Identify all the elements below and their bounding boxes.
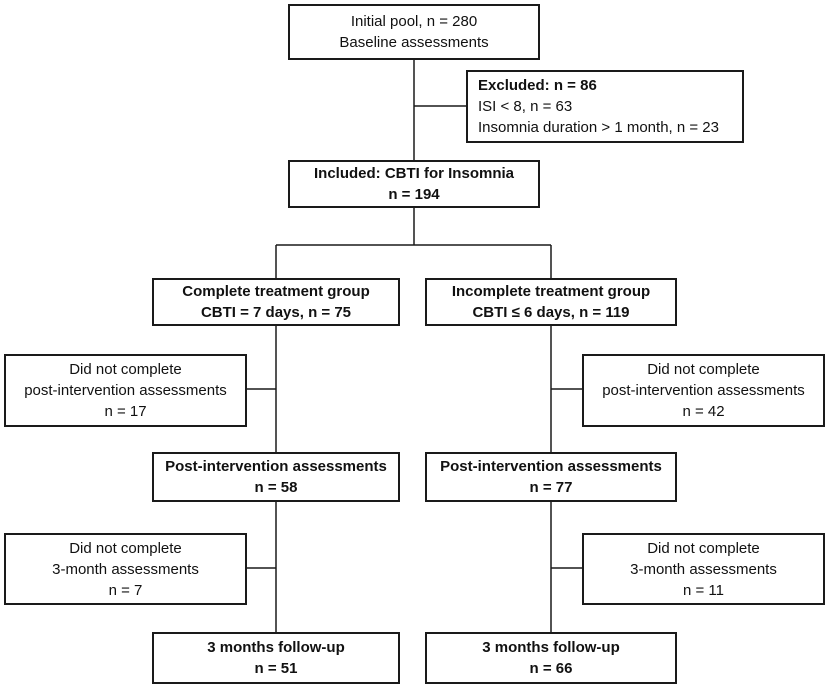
complete-post-count: n = 58 bbox=[254, 479, 298, 496]
incomplete-group-count: CBTI ≤ 6 days, n = 119 bbox=[472, 304, 630, 321]
complete-dropout-post-box: Did not complete post-intervention asses… bbox=[4, 354, 247, 427]
complete-dropout-3m-line1: Did not complete bbox=[69, 539, 182, 557]
included-count: n = 194 bbox=[388, 186, 440, 203]
excluded-duration: Insomnia duration > 1 month, n = 23 bbox=[478, 119, 719, 136]
initial-pool-box: Initial pool, n = 280 Baseline assessmen… bbox=[288, 4, 540, 60]
complete-dropout-post-count: n = 17 bbox=[104, 403, 147, 420]
complete-dropout-3m-line2: 3-month assessments bbox=[52, 560, 199, 578]
incomplete-post-count: n = 77 bbox=[529, 479, 573, 496]
incomplete-dropout-post-line1: Did not complete bbox=[647, 361, 760, 378]
incomplete-followup-label: 3 months follow-up bbox=[482, 639, 620, 656]
incomplete-post-label: Post-intervention assessments bbox=[440, 458, 662, 475]
incomplete-post-box: Post-intervention assessments n = 77 bbox=[425, 452, 677, 502]
incomplete-group-label: Incomplete treatment group bbox=[451, 283, 651, 300]
incomplete-dropout-3m-count: n = 11 bbox=[682, 581, 724, 599]
complete-dropout-post-line1: Did not complete bbox=[69, 361, 182, 378]
complete-post-label: Post-intervention assessments bbox=[165, 458, 387, 475]
complete-post-box: Post-intervention assessments n = 58 bbox=[152, 452, 400, 502]
complete-followup-count: n = 51 bbox=[254, 660, 298, 677]
complete-group-label: Complete treatment group bbox=[182, 283, 370, 300]
included-box: Included: CBTI for Insomnia n = 194 bbox=[288, 160, 540, 208]
excluded-count: Excluded: n = 86 bbox=[478, 77, 597, 94]
complete-dropout-3m-count: n = 7 bbox=[108, 581, 143, 599]
incomplete-followup-box: 3 months follow-up n = 66 bbox=[425, 632, 677, 684]
incomplete-dropout-3m-line1: Did not complete bbox=[647, 539, 760, 557]
complete-followup-label: 3 months follow-up bbox=[207, 639, 345, 656]
baseline-label: Baseline assessments bbox=[339, 34, 489, 51]
complete-group-box: Complete treatment group CBTI = 7 days, … bbox=[152, 278, 400, 326]
complete-followup-box: 3 months follow-up n = 51 bbox=[152, 632, 400, 684]
incomplete-dropout-post-box: Did not complete post-intervention asses… bbox=[582, 354, 825, 427]
excluded-isi: ISI < 8, n = 63 bbox=[478, 98, 573, 115]
incomplete-dropout-3m-line2: 3-month assessments bbox=[630, 560, 777, 578]
complete-dropout-post-line2: post-intervention assessments bbox=[24, 382, 227, 399]
complete-dropout-3m-box: Did not complete 3-month assessments n =… bbox=[4, 533, 247, 605]
incomplete-dropout-post-count: n = 42 bbox=[682, 403, 725, 420]
incomplete-group-box: Incomplete treatment group CBTI ≤ 6 days… bbox=[425, 278, 677, 326]
initial-pool-label: Initial pool, n = 280 bbox=[350, 13, 478, 30]
incomplete-dropout-3m-box: Did not complete 3-month assessments n =… bbox=[582, 533, 825, 605]
excluded-box: Excluded: n = 86 ISI < 8, n = 63 Insomni… bbox=[466, 70, 744, 143]
incomplete-dropout-post-line2: post-intervention assessments bbox=[602, 382, 805, 399]
included-label: Included: CBTI for Insomnia bbox=[313, 165, 514, 182]
incomplete-followup-count: n = 66 bbox=[529, 660, 573, 677]
complete-group-count: CBTI = 7 days, n = 75 bbox=[200, 304, 352, 321]
